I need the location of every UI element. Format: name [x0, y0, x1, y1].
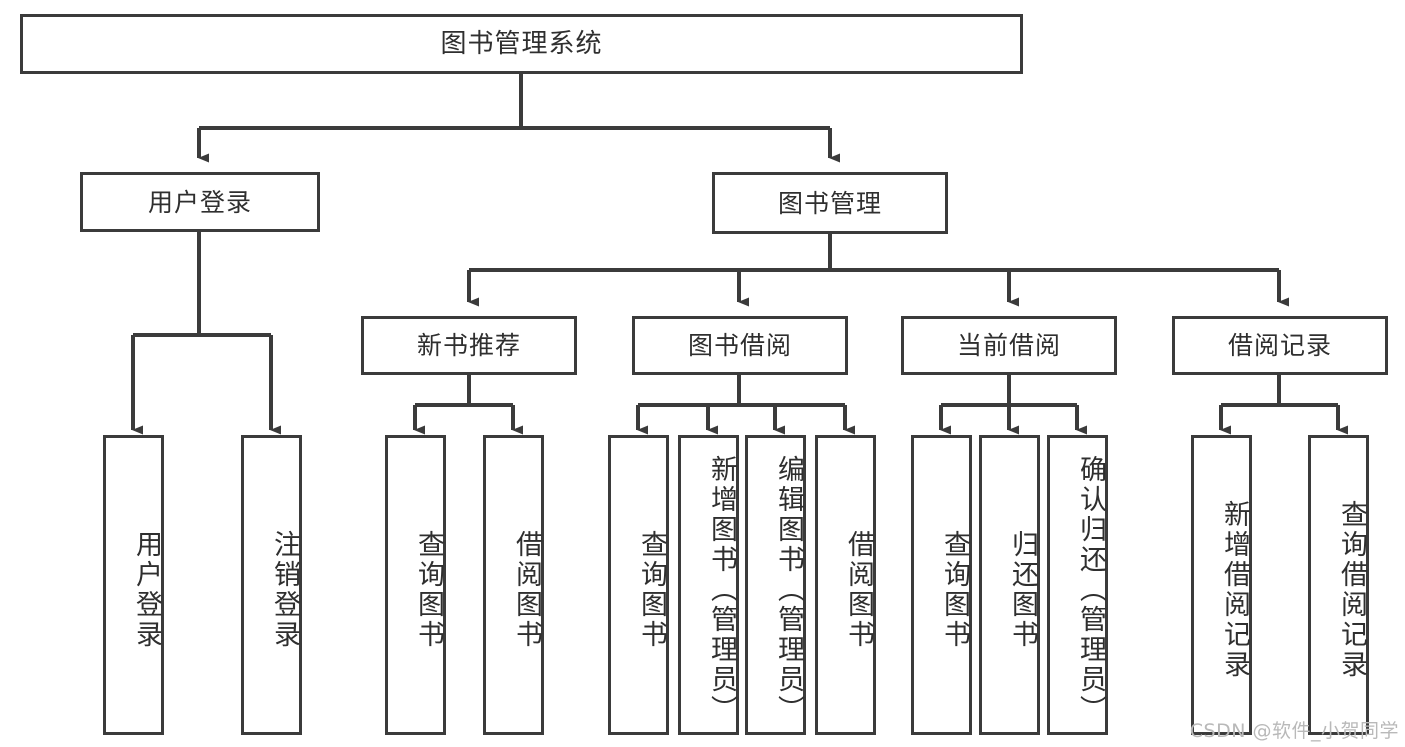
leaf-borrow-query[interactable]: 查询图书	[608, 435, 669, 735]
leaf-user-login-logout[interactable]: 注销登录	[241, 435, 302, 735]
connector-current-to-leaves	[939, 375, 1087, 435]
leaf-current-confirm-return[interactable]: 确认归还（管理员）	[1047, 435, 1108, 735]
node-label: 归还图书	[1007, 530, 1038, 650]
connector-userlogin-to-leaves	[131, 232, 281, 435]
node-label: 借阅图书	[511, 530, 542, 650]
node-label: 图书管理	[777, 188, 882, 218]
node-label: 借阅记录	[1227, 331, 1332, 360]
node-new-book-recommend[interactable]: 新书推荐	[361, 316, 577, 375]
leaf-borrow-add[interactable]: 新增图书（管理员）	[678, 435, 739, 735]
node-user-login[interactable]: 用户登录	[80, 172, 320, 232]
node-current-borrow[interactable]: 当前借阅	[901, 316, 1117, 375]
connector-booksys-to-level3	[467, 234, 1289, 307]
leaf-current-query[interactable]: 查询图书	[911, 435, 972, 735]
connector-borrow-to-leaves	[636, 375, 855, 435]
leaf-borrow-borrow[interactable]: 借阅图书	[815, 435, 876, 735]
leaf-user-login-login[interactable]: 用户登录	[103, 435, 164, 735]
leaf-record-query[interactable]: 查询借阅记录	[1308, 435, 1369, 735]
leaf-record-add[interactable]: 新增借阅记录	[1191, 435, 1252, 735]
node-label: 新书推荐	[416, 331, 521, 360]
node-label: 查询图书	[413, 530, 444, 650]
connector-root-to-level2	[197, 73, 840, 163]
node-label: 当前借阅	[956, 331, 1061, 360]
node-label: 新增借阅记录	[1219, 500, 1250, 680]
node-label: 图书借阅	[687, 331, 792, 360]
leaf-newbook-borrow[interactable]: 借阅图书	[483, 435, 544, 735]
node-label: 用户登录	[147, 187, 252, 217]
node-book-borrow[interactable]: 图书借阅	[632, 316, 848, 375]
node-label: 用户登录	[131, 530, 162, 650]
node-label: 新增图书（管理员）	[706, 455, 737, 725]
leaf-borrow-edit[interactable]: 编辑图书（管理员）	[745, 435, 806, 735]
node-label: 查询借阅记录	[1336, 500, 1367, 680]
node-label: 确认归还（管理员）	[1075, 455, 1106, 725]
node-label: 查询图书	[636, 530, 667, 650]
connector-newbook-to-leaves	[413, 375, 523, 435]
connector-record-to-leaves	[1219, 375, 1348, 435]
node-label: 编辑图书（管理员）	[773, 455, 804, 725]
node-borrow-record[interactable]: 借阅记录	[1172, 316, 1388, 375]
leaf-current-return[interactable]: 归还图书	[979, 435, 1040, 735]
node-label: 图书管理系统	[440, 28, 603, 59]
node-root-system[interactable]: 图书管理系统	[20, 14, 1023, 74]
node-label: 查询图书	[939, 530, 970, 650]
leaf-newbook-query[interactable]: 查询图书	[385, 435, 446, 735]
node-label: 借阅图书	[843, 530, 874, 650]
node-label: 注销登录	[269, 530, 300, 650]
node-book-management[interactable]: 图书管理	[712, 172, 948, 234]
